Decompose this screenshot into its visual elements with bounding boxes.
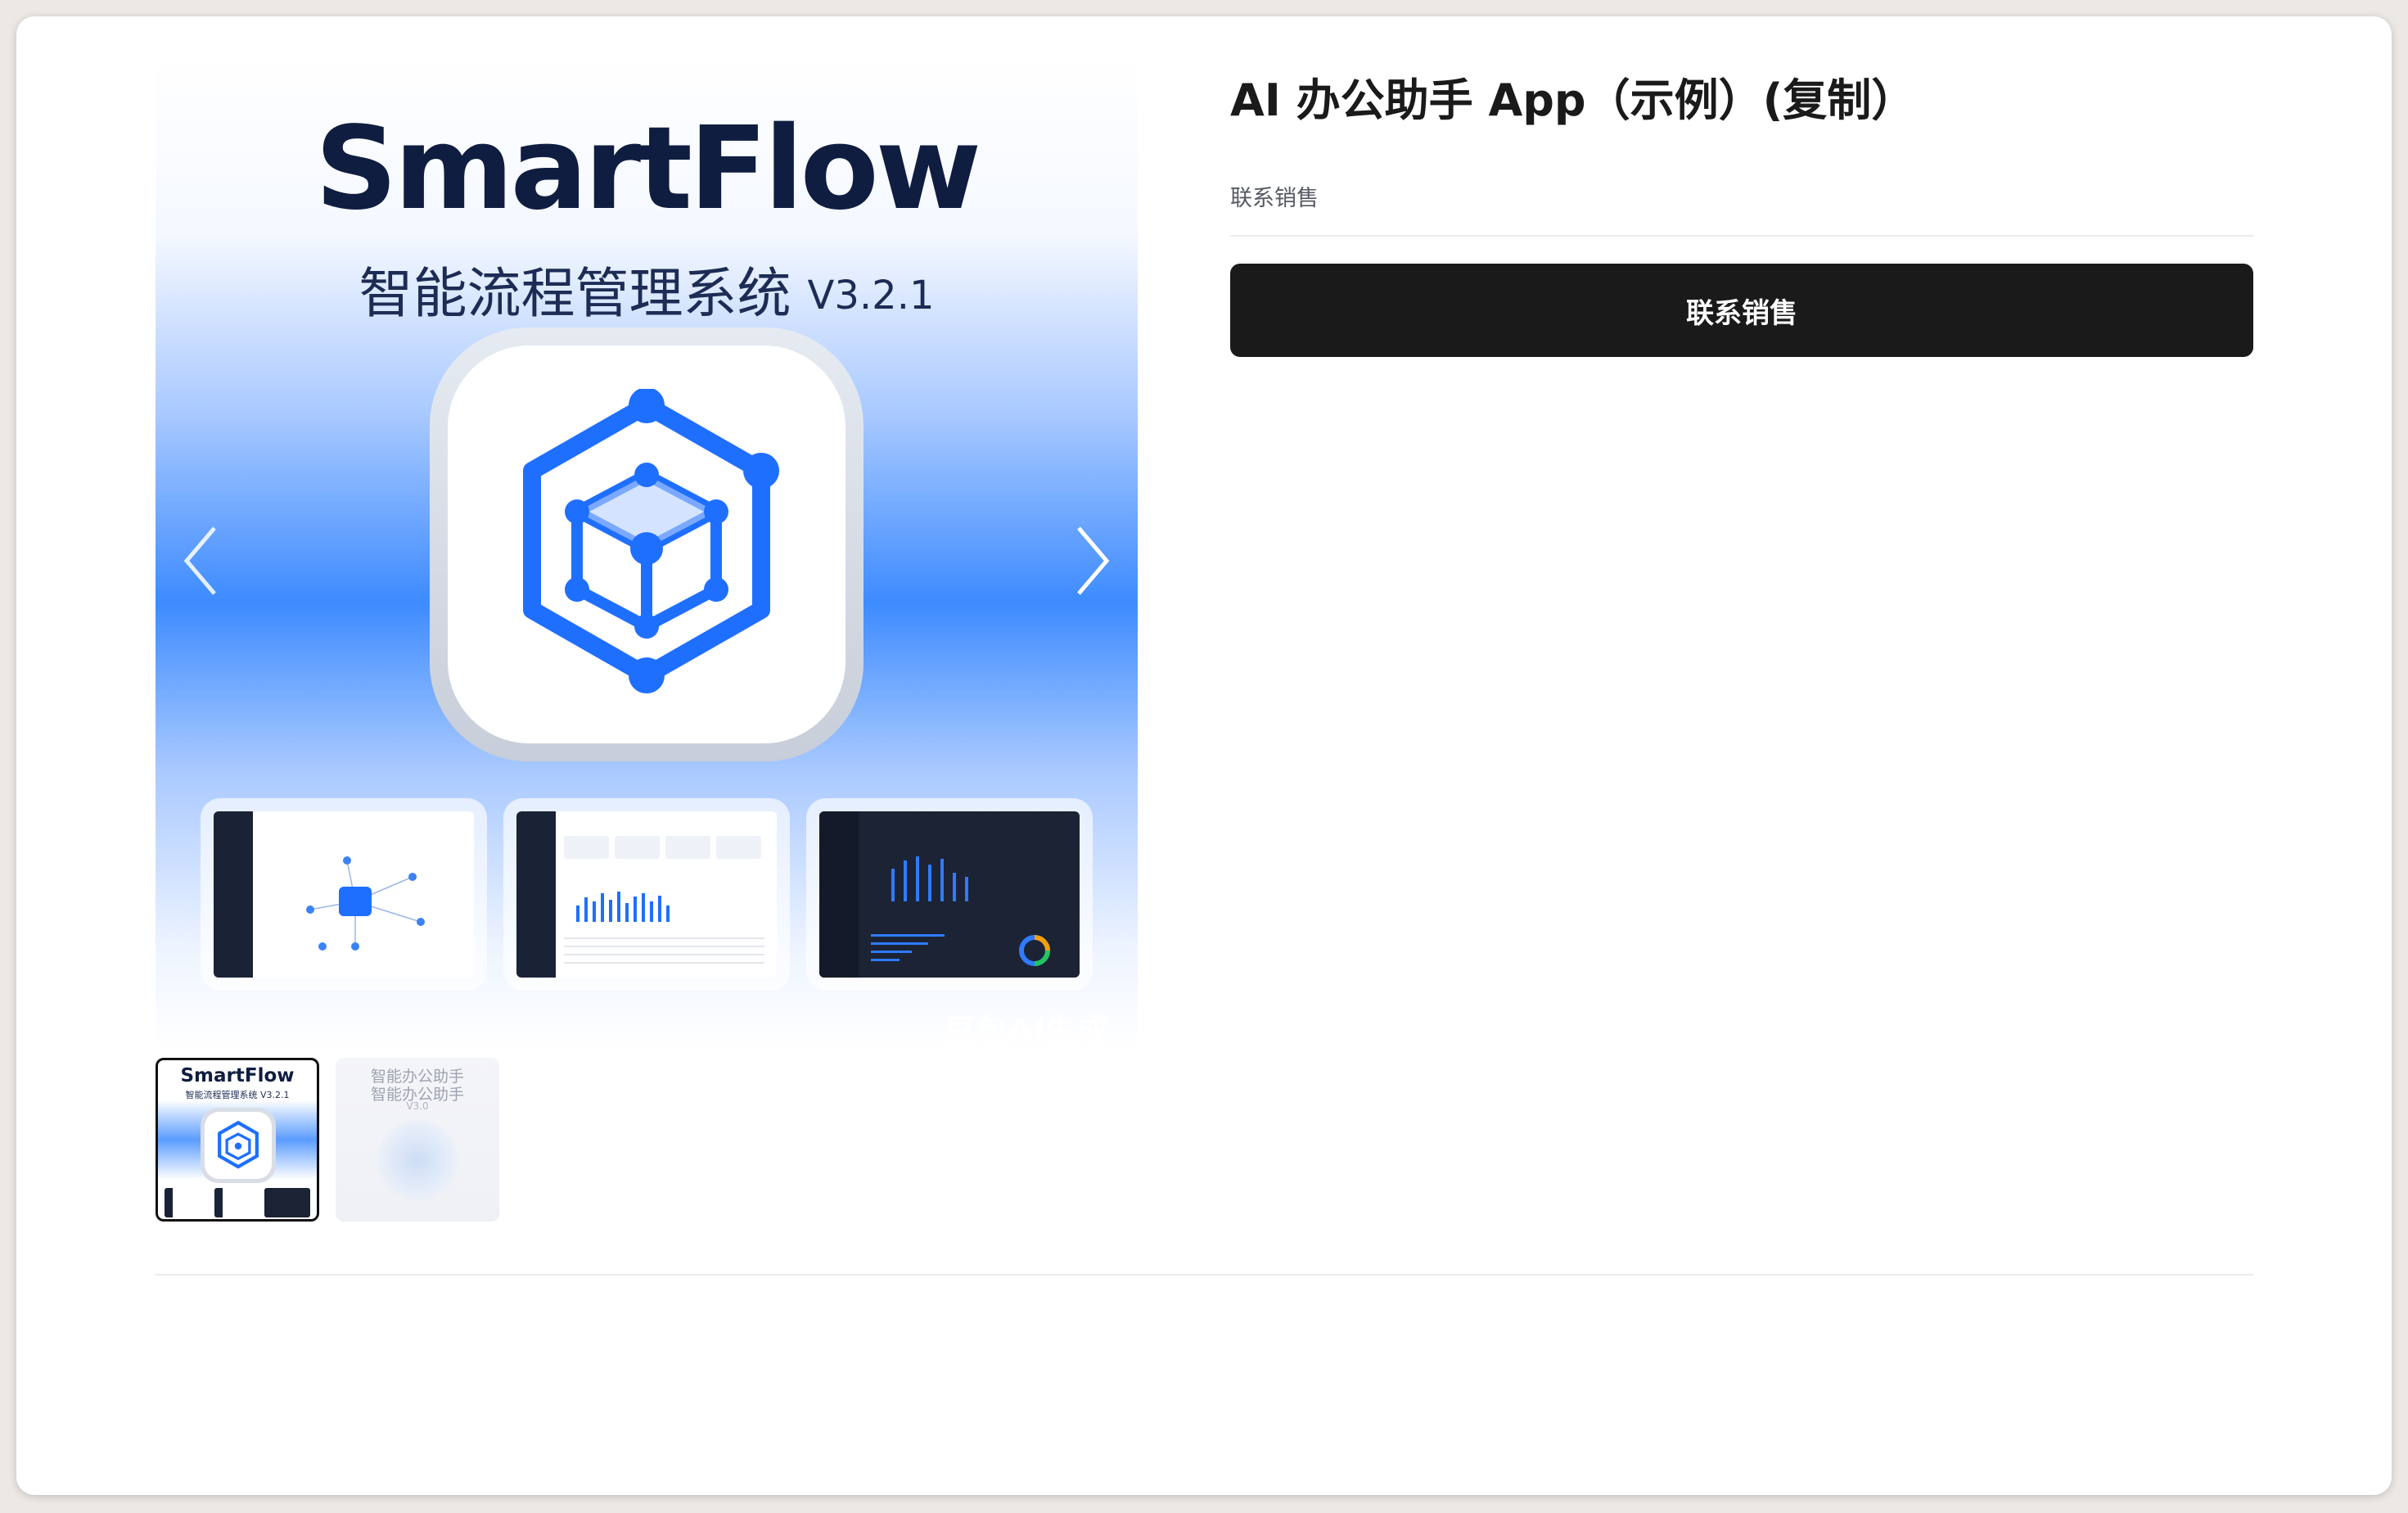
screenshot-dashboard [503,798,790,991]
thumbnail-2[interactable]: 智能办公助手 智能办公助手 V3.0 [336,1058,499,1222]
contact-sales-button[interactable]: 联系销售 [1230,264,2253,357]
divider [156,1274,2253,1276]
hero-subtitle-text: 智能流程管理系统 [358,262,791,325]
thumbnail-2-line2: 智能办公助手 [370,1086,464,1104]
product-title: AI 办公助手 App（示例）(复制） [1230,75,1916,126]
divider [1230,235,2253,237]
document-icon [377,1119,458,1201]
hero-title: SmartFlow [314,102,981,236]
screenshot-dark-dashboard [806,798,1093,991]
carousel-next-button[interactable] [1060,516,1125,606]
thumbnail-1-title: SmartFlow [180,1065,295,1086]
thumbnail-1-subtitle: 智能流程管理系统 V3.2.1 [185,1090,290,1100]
product-subtitle: 联系销售 [1230,186,1319,211]
screenshot-strip [201,798,1093,995]
app-icon-tile [430,327,864,761]
chevron-right-icon [1077,526,1110,595]
carousel-prev-button[interactable] [168,516,233,606]
screenshot-workflow [201,798,487,991]
product-window: SmartFlow 智能流程管理系统 V3.2.1 [16,16,2392,1495]
thumbnail-2-version: V3.0 [406,1100,429,1112]
thumbnail-2-line1: 智能办公助手 [370,1068,464,1086]
image-carousel: SmartFlow 智能流程管理系统 V3.2.1 [156,57,1138,1048]
hexagon-cube-icon [523,389,779,693]
ai-watermark: 豆包AI生成 [944,1013,1109,1048]
thumbnail-list: SmartFlow 智能流程管理系统 V3.2.1 智能办公助手 智能办公助手 … [156,1058,499,1222]
hero-subtitle: 智能流程管理系统 V3.2.1 [156,250,1138,328]
thumbnail-1[interactable]: SmartFlow 智能流程管理系统 V3.2.1 [156,1058,319,1222]
hexagon-cube-icon [218,1120,259,1169]
hero-version: V3.2.1 [807,273,935,318]
chevron-left-icon [183,526,216,595]
